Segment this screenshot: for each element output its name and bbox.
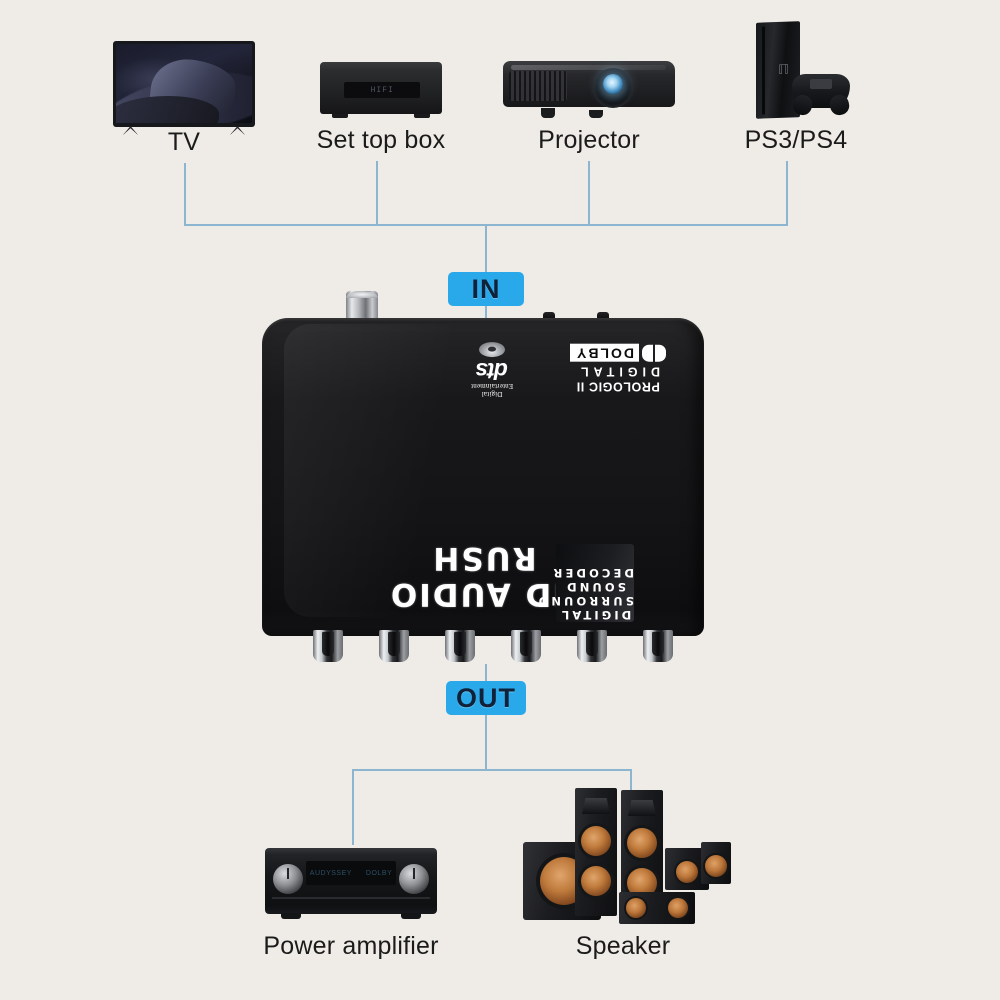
line-stb-down — [376, 161, 378, 224]
rca-jack — [379, 630, 409, 662]
amplifier-knob-right — [399, 863, 429, 894]
output-badge: OUT — [446, 681, 526, 715]
tower-horn-tweeter — [582, 798, 610, 814]
game-console-label: PS3/PS4 — [744, 126, 848, 154]
dts-tagline-line1: Digital — [481, 390, 503, 399]
rca-jack — [313, 630, 343, 662]
line-output-bus — [352, 769, 632, 771]
projector-glare — [511, 65, 666, 70]
dts-logo-icon: Digital Entertainment dts — [446, 342, 538, 398]
rca-jack — [577, 630, 607, 662]
line-to-speaker — [630, 769, 632, 791]
ps4-console-slit — [762, 26, 765, 115]
amplifier-icon: AUDYSSEY DOLBY — [265, 848, 437, 919]
projector-icon — [503, 57, 675, 119]
line-projector-down — [588, 161, 590, 224]
tv-screen — [116, 44, 252, 123]
amplifier-body: AUDYSSEY DOLBY — [265, 848, 437, 914]
speaker-label: Speaker — [575, 932, 671, 960]
line-tv-down — [184, 163, 186, 224]
surround-speaker-2 — [701, 842, 731, 884]
rca-jack — [643, 630, 673, 662]
tv-icon — [113, 41, 255, 135]
center-channel-speaker — [619, 892, 695, 924]
set-top-box-display-text: HIFI — [370, 85, 394, 95]
decoder-subtitle: DIGITAL SURROUND SOUND DECODER — [536, 544, 634, 622]
decoder-chassis-sheen — [284, 324, 514, 617]
decoder-top-tab-1 — [543, 312, 555, 319]
center-driver-right — [668, 898, 688, 918]
input-badge-label: IN — [471, 273, 501, 304]
amplifier-front-strip — [271, 897, 431, 900]
decoder-branding: DIGITAL SURROUND SOUND DECODER HD AUDIO … — [334, 540, 634, 622]
tower-driver-upper — [581, 826, 611, 856]
ps4-controller-icon — [792, 74, 850, 108]
output-badge-label: OUT — [456, 682, 516, 713]
line-console-down — [786, 161, 788, 224]
amplifier-display: AUDYSSEY DOLBY — [306, 861, 396, 885]
tv-wallpaper-wave-3 — [116, 96, 220, 123]
tv-bezel — [113, 41, 255, 127]
surround-sound-decoder: Digital Entertainment dts PROLOGIC II DI… — [262, 291, 704, 636]
set-top-box-icon: HIFI — [320, 62, 442, 118]
projector-lens — [603, 74, 623, 94]
dolby-digital-label: DIGITAL — [575, 364, 661, 379]
decoder-top-knob — [346, 291, 378, 321]
tower-driver-upper — [627, 828, 657, 858]
surround-driver — [676, 861, 698, 884]
line-out-badge-down — [485, 715, 487, 770]
tower-horn-tweeter — [628, 800, 656, 816]
rca-jack — [445, 630, 475, 662]
amplifier-display-right: DOLBY — [365, 869, 393, 877]
line-to-amplifier — [352, 769, 354, 845]
dolby-prologic-label: PROLOGIC II — [576, 379, 660, 394]
ps4-logo-icon: ℿ — [778, 61, 790, 77]
input-badge: IN — [448, 272, 524, 306]
dolby-double-d-glyph — [642, 344, 666, 362]
set-top-box-foot-left — [332, 114, 348, 118]
projector-foot-left — [541, 108, 555, 118]
amplifier-foot-right — [401, 913, 421, 919]
projector-foot-right — [589, 110, 603, 118]
decoder-knob-cap — [346, 291, 378, 298]
tower-speaker-left — [575, 788, 617, 916]
speaker-system-icon — [523, 780, 731, 924]
line-decoder-to-out-badge — [485, 664, 487, 681]
amplifier-label: Power amplifier — [263, 932, 439, 960]
decoder-chassis: Digital Entertainment dts PROLOGIC II DI… — [262, 318, 704, 636]
projector-body — [503, 61, 675, 108]
center-driver-left — [626, 898, 646, 918]
amplifier-knob-left — [273, 863, 303, 894]
tv-label: TV — [167, 128, 201, 156]
dolby-logo-icon: PROLOGIC II DIGITAL DOLBY — [557, 344, 679, 394]
decoder-output-jacks — [262, 630, 704, 664]
set-top-box-label: Set top box — [316, 126, 446, 154]
dolby-wordmark: DOLBY — [570, 344, 639, 362]
amplifier-foot-left — [281, 913, 301, 919]
tower-driver-lower — [581, 866, 611, 896]
dolby-double-d-row: DOLBY — [557, 344, 679, 362]
set-top-box-display: HIFI — [344, 81, 421, 99]
dts-disc-glyph — [479, 342, 505, 357]
game-console-icon: ℿ — [742, 21, 850, 122]
projector-label: Projector — [538, 126, 640, 154]
projector-vents — [509, 71, 567, 101]
line-input-to-badge — [485, 224, 487, 272]
line-badge-to-decoder — [485, 306, 487, 320]
rca-jack — [511, 630, 541, 662]
surround-driver — [705, 855, 727, 878]
amplifier-display-left: AUDYSSEY — [309, 869, 352, 877]
set-top-box-foot-right — [414, 114, 430, 118]
decoder-top-tab-2 — [597, 312, 609, 319]
set-top-box-body: HIFI — [320, 62, 442, 114]
dts-wordmark: dts — [476, 358, 508, 384]
ps4-touchpad — [810, 79, 832, 89]
